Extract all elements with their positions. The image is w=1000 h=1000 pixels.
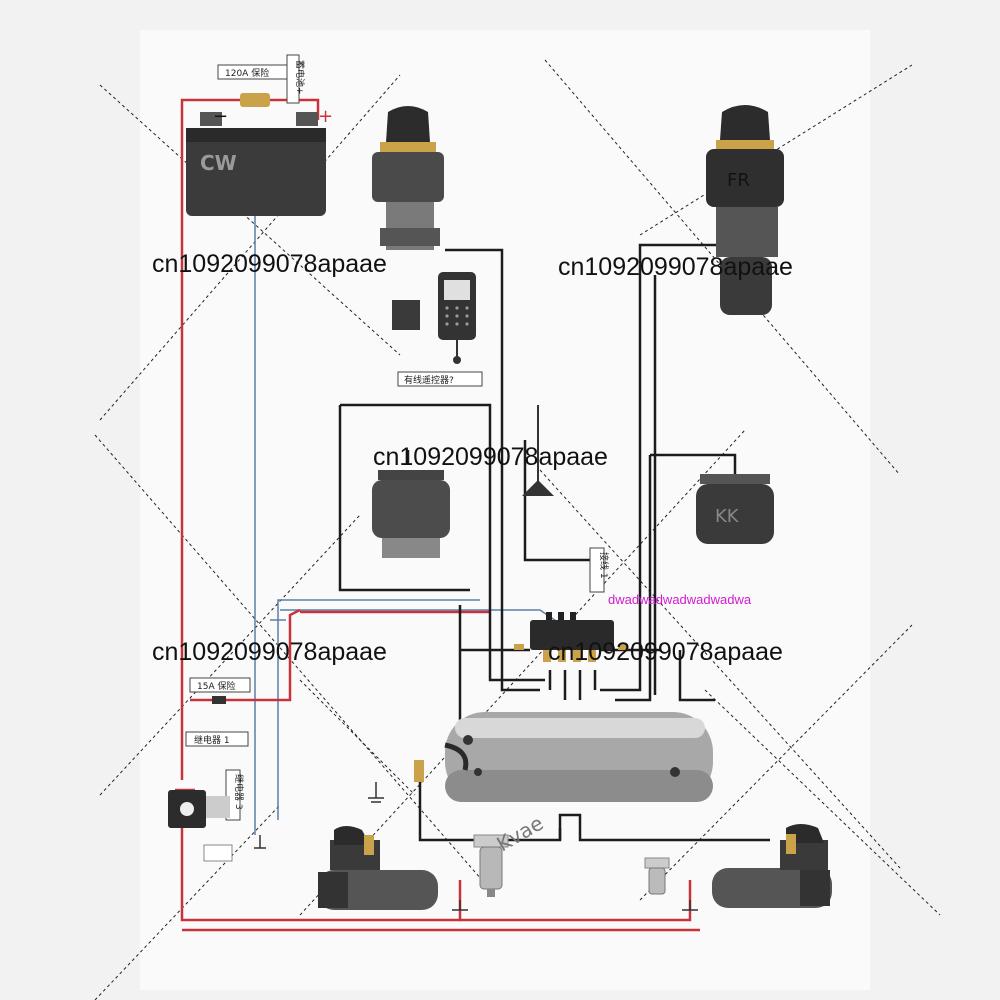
compressor-icon <box>712 824 832 908</box>
air-spring-icon <box>372 106 444 250</box>
fuse-icon <box>217 64 289 107</box>
battery-icon: CW <box>186 112 326 216</box>
air-spring-icon: FR <box>706 105 784 315</box>
plus-sign: + <box>318 106 333 127</box>
ground-icon <box>254 835 266 849</box>
watermark-text: cn1092099078apaae <box>152 638 387 666</box>
valve-block-icon <box>514 612 628 662</box>
air-spring-icon: KK <box>696 474 774 544</box>
fuse-icon <box>212 696 226 704</box>
relay3-label: 继电器 3 <box>233 774 245 810</box>
compressor-icon <box>318 826 438 910</box>
connector-label: 接线 1 <box>598 552 610 579</box>
power-wires <box>175 98 700 932</box>
watermark-text: cn1092099078apaae <box>548 638 783 666</box>
water-filter-icon <box>644 857 670 895</box>
wired-remote-label: 有线遥控器? <box>404 374 454 386</box>
air-spring-icon <box>372 470 450 558</box>
minus-sign: − <box>213 106 228 127</box>
relay-icon <box>168 790 233 862</box>
main-fuse-label: 120A 保险 <box>225 67 269 79</box>
front-right-label: FR <box>727 170 750 191</box>
ground-icon <box>368 782 384 803</box>
remote-control-icon <box>392 272 483 387</box>
air-tank-icon <box>414 712 713 802</box>
battery-brand: CW <box>200 151 237 175</box>
air-hoses <box>338 243 770 842</box>
antenna-icon <box>522 405 554 560</box>
watermark-text: cn1092099078apaae <box>152 250 387 278</box>
water-filter-icon <box>473 834 509 897</box>
pink-watermark-text: dwadwadwadwadwadwa <box>608 592 752 607</box>
small-fuse-label: 15A 保险 <box>197 680 235 692</box>
battery-plus-tag: 蓄电池+ <box>294 60 306 95</box>
relay1-label: 继电器 1 <box>194 734 230 746</box>
watermark-diagonals <box>94 59 941 1000</box>
watermark-text: cn1092099078apaae <box>373 443 608 471</box>
bag-brand-label: KK <box>715 506 740 527</box>
watermark-text: cn1092099078apaae <box>558 253 793 281</box>
ground-icon <box>452 900 698 911</box>
